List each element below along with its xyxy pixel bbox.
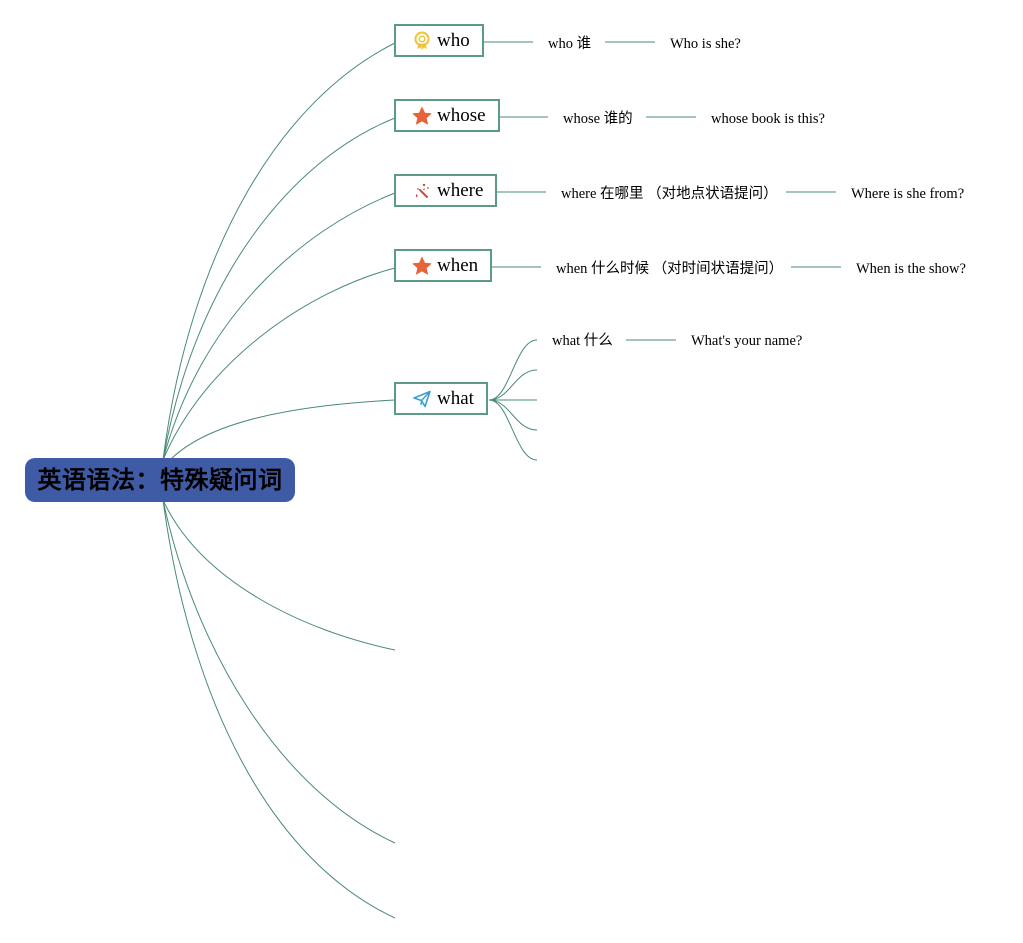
connector-root-who bbox=[162, 42, 396, 461]
branch-node-what[interactable]: what bbox=[394, 382, 488, 415]
meaning-when[interactable]: when 什么时候 （对时间状语提问） bbox=[556, 261, 784, 277]
example-who[interactable]: Who is she? bbox=[670, 36, 741, 52]
meaning-who[interactable]: who 谁 bbox=[548, 36, 592, 52]
star-icon bbox=[412, 106, 432, 126]
connector-root-empty-1 bbox=[162, 499, 396, 651]
branch-label-who: who bbox=[437, 29, 470, 51]
branch-node-when[interactable]: when bbox=[394, 249, 493, 282]
connector-root-what bbox=[162, 399, 396, 469]
award-ribbon-icon bbox=[412, 31, 432, 51]
branch-node-who[interactable]: who bbox=[394, 24, 484, 57]
connector-root-where bbox=[162, 192, 396, 461]
branch-node-whose[interactable]: whose bbox=[394, 99, 500, 132]
branch-label-what: what bbox=[437, 387, 474, 409]
root-topic[interactable]: 英语语法：特殊疑问词 bbox=[25, 458, 295, 502]
connector-root-empty-3 bbox=[162, 499, 396, 919]
connector-root-when bbox=[162, 267, 396, 461]
connector-what-child-5 bbox=[488, 399, 538, 461]
meaning-whose[interactable]: whose 谁的 bbox=[563, 111, 633, 127]
connector-what-child-1 bbox=[488, 339, 538, 401]
connector-what-child-4 bbox=[488, 399, 538, 431]
example-when[interactable]: When is the show? bbox=[856, 261, 966, 277]
connector-root-empty-2 bbox=[162, 499, 396, 844]
example-where[interactable]: Where is she from? bbox=[851, 186, 965, 202]
branch-label-when: when bbox=[437, 254, 479, 276]
example-whose[interactable]: whose book is this? bbox=[711, 111, 825, 127]
connector-what-child-2 bbox=[488, 369, 538, 401]
meaning-what[interactable]: what 什么 bbox=[552, 333, 613, 349]
connector-root-whose bbox=[162, 117, 396, 461]
branch-node-where[interactable]: where bbox=[394, 174, 498, 207]
example-what[interactable]: What's your name? bbox=[691, 333, 803, 349]
star-icon bbox=[412, 256, 432, 276]
branch-label-where: where bbox=[437, 179, 484, 201]
branch-label-whose: whose bbox=[437, 104, 486, 126]
paper-plane-icon bbox=[412, 389, 432, 409]
meaning-where[interactable]: where 在哪里 （对地点状语提问） bbox=[561, 186, 778, 202]
magic-wand-icon bbox=[412, 181, 432, 201]
